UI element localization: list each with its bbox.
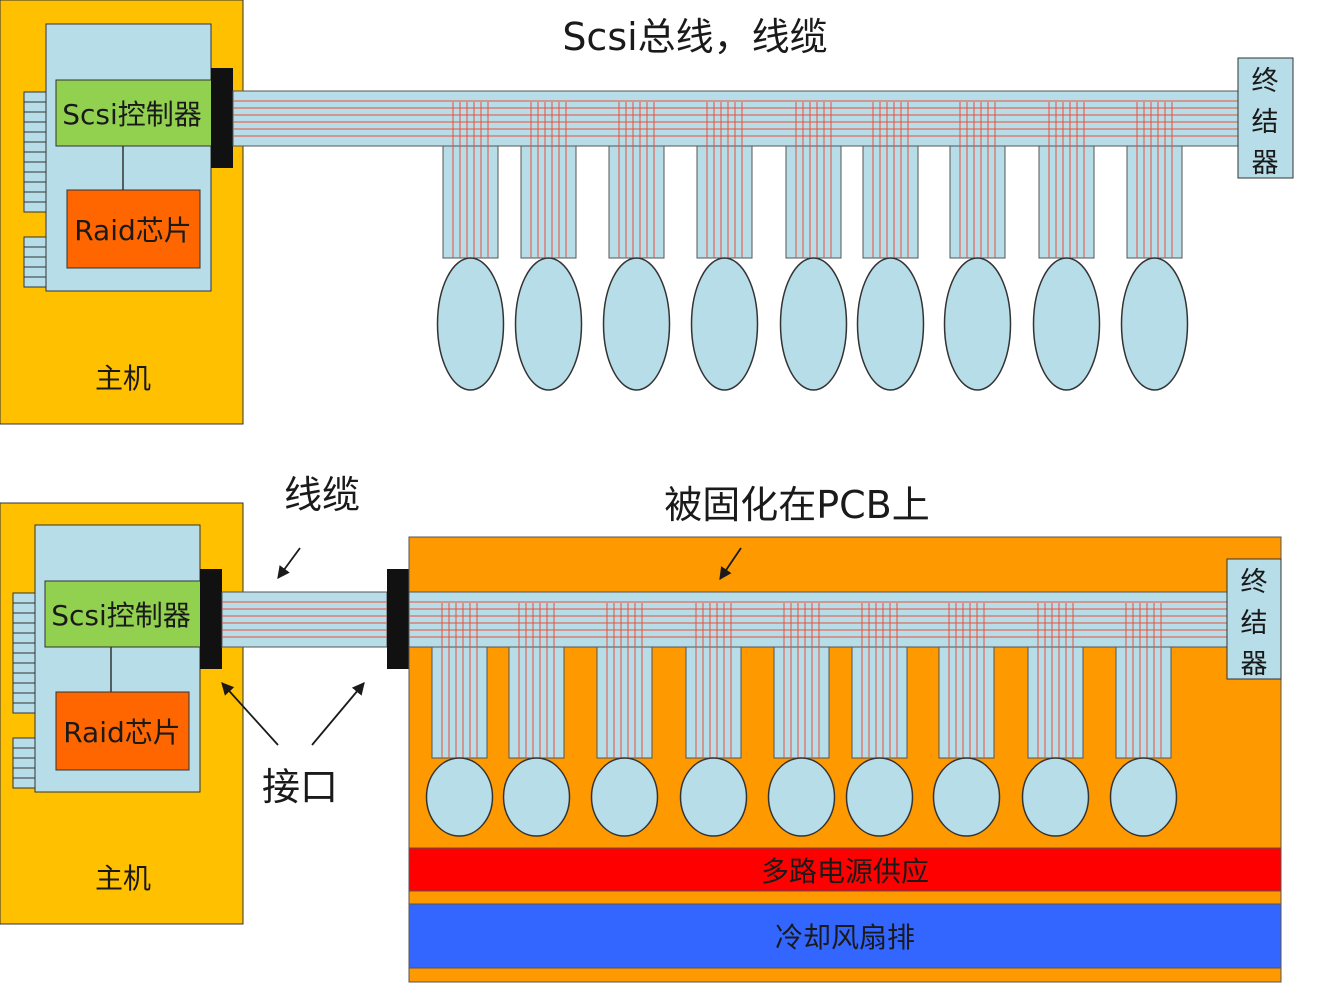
top-board-pins-upper (23, 91, 47, 213)
drive-stub (608, 145, 665, 259)
pcb-bus-cable (408, 591, 1228, 648)
bottom-terminator-char-2: 结 (1241, 608, 1268, 639)
drive-stub (696, 145, 753, 259)
top-host-label: 主机 (95, 362, 151, 395)
drive-stub (431, 646, 488, 759)
bottom-terminator (1226, 558, 1282, 680)
power-supply-label: 多路电源供应 (761, 855, 929, 888)
disk-drive (502, 757, 571, 837)
drive-stub (938, 646, 995, 759)
drive-stub (508, 646, 565, 759)
disk-drive (1032, 257, 1101, 391)
disk-drive (425, 757, 494, 837)
drive-stub (596, 646, 653, 759)
top-raid-chip (66, 189, 201, 269)
disk-drive (1120, 257, 1189, 391)
disk-drive (590, 757, 659, 837)
top-drive-stubs (442, 102, 1183, 259)
disk-drive (1109, 757, 1178, 837)
top-connector (211, 68, 233, 168)
drive-stub (520, 145, 577, 259)
drive-stub (442, 145, 499, 259)
disk-drive (779, 257, 848, 391)
pcb-label: 被固化在PCB上 (664, 483, 930, 527)
bottom-board-pins-lower (12, 737, 36, 789)
bottom-raid-chip (55, 691, 190, 771)
bottom-host-connector (200, 569, 222, 669)
disk-drive (856, 257, 925, 391)
top-terminator-char-1: 终 (1252, 66, 1279, 97)
bottom-board-pins-upper (12, 592, 36, 714)
drive-stub (1027, 646, 1084, 759)
bottom-controller-label: Scsi控制器 (51, 599, 191, 632)
drive-stub (685, 646, 742, 759)
drive-stub (785, 145, 842, 259)
interface-arrow-left (221, 682, 279, 746)
bottom-cable (221, 591, 388, 648)
bottom-pcb-connector (387, 569, 409, 669)
disk-drive (514, 257, 583, 391)
bottom-cable-wires (222, 601, 387, 638)
pcb-drives (425, 757, 1178, 837)
top-board-pins-lower (23, 236, 47, 288)
drive-stub (949, 145, 1006, 259)
interface-arrow-right (311, 682, 365, 746)
cooling-fan-strip (408, 903, 1282, 969)
top-terminator-char-2: 结 (1252, 107, 1279, 138)
pin-strip (12, 737, 36, 789)
power-supply-strip (408, 847, 1282, 892)
top-terminator (1237, 57, 1294, 179)
bottom-terminator-char-3: 器 (1241, 649, 1268, 680)
top-drives (436, 257, 1189, 391)
interface-label: 接口 (262, 765, 338, 809)
disk-drive (690, 257, 759, 391)
pcb-bus-wires (409, 601, 1227, 638)
disk-drive (436, 257, 505, 391)
pcb-drive-stubs (431, 603, 1172, 759)
top-title: Scsi总线，线缆 (562, 15, 827, 59)
top-terminator-char-3: 器 (1252, 148, 1279, 179)
disk-drive (767, 757, 836, 837)
cooling-fan-label: 冷却风扇排 (775, 921, 915, 954)
disk-drive (932, 757, 1001, 837)
disk-drive (845, 757, 914, 837)
bottom-host-label: 主机 (95, 862, 151, 895)
bottom-diagram: Scsi控制器 Raid芯片 主机 终 结 器 多路电源供应 冷却风扇排 线缆 … (0, 473, 1282, 983)
drive-stub (773, 646, 830, 759)
disk-drive (602, 257, 671, 391)
disk-drive (1021, 757, 1090, 837)
top-controller-label: Scsi控制器 (62, 98, 202, 131)
top-raid-label: Raid芯片 (74, 214, 192, 247)
cable-label: 线缆 (284, 473, 360, 517)
disk-drive (943, 257, 1012, 391)
pin-strip (23, 236, 47, 288)
pcb-arrow (719, 547, 742, 581)
bottom-raid-label: Raid芯片 (63, 716, 181, 749)
drive-stub (1115, 646, 1172, 759)
drive-stub (851, 646, 908, 759)
disk-drive (679, 757, 748, 837)
drive-stub (862, 145, 919, 259)
cable-arrow (277, 547, 301, 580)
bottom-terminator-char-1: 终 (1241, 567, 1268, 598)
top-diagram: Scsi控制器 Raid芯片 主机 终 结 器 Scsi总线，线缆 (0, 0, 1294, 425)
drive-stub (1126, 145, 1183, 259)
drive-stub (1038, 145, 1095, 259)
